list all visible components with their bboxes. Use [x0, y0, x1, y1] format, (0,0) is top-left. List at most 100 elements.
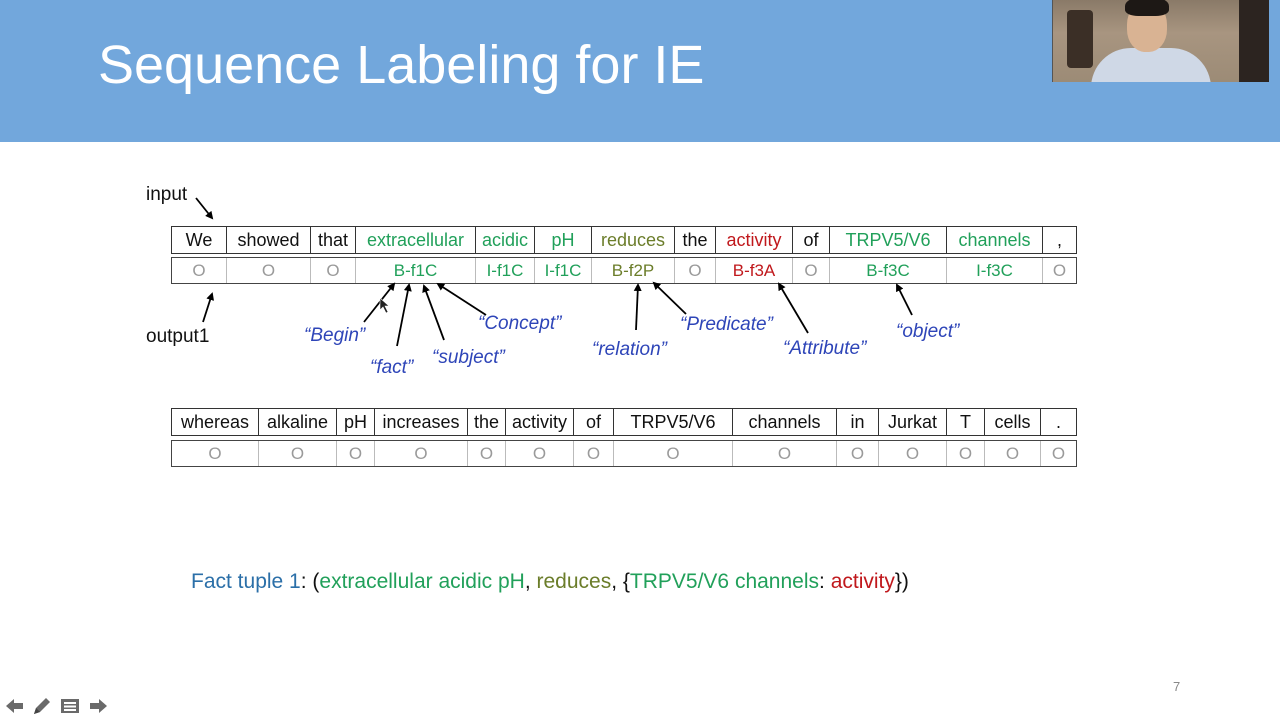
sentence2-word: alkaline: [258, 409, 336, 435]
slide-navigation: [4, 696, 114, 716]
sentence2-word: channels: [732, 409, 836, 435]
input-label: input: [146, 184, 188, 205]
sentence2-tag: O: [984, 441, 1040, 466]
sentence1-tag: B-f2P: [591, 258, 674, 283]
fact-tuple-punct: :: [819, 570, 831, 593]
sentence1-tag: O: [792, 258, 829, 283]
sentence2-word: whereas: [180, 412, 250, 432]
fact-tuple-punct: , {: [611, 570, 630, 593]
sentence1-word: the: [674, 227, 715, 253]
sentence2-tag: O: [573, 441, 613, 466]
sentence2-tag: O: [946, 441, 984, 466]
sentence1-word: reduces: [591, 227, 674, 253]
sentence1-word: ,: [1042, 227, 1076, 253]
sentence1-word: extracellular: [355, 227, 475, 253]
webcam-presenter-hair: [1125, 0, 1169, 16]
sentence2-tag: O: [1040, 441, 1076, 466]
sentence1-word: pH: [534, 227, 591, 253]
slide-title: Sequence Labeling for IE: [98, 35, 705, 95]
arrow-left-icon[interactable]: [4, 696, 26, 716]
sentence1-tag: O: [226, 258, 310, 283]
sentence1-tag: B-f3C: [829, 258, 946, 283]
sentence2-word: increases: [374, 409, 467, 435]
relation-arrow: [633, 283, 642, 331]
output1-arrow: [202, 292, 214, 323]
sentence1-word: that: [310, 227, 355, 253]
fact-tuple-predicate: reduces: [536, 570, 612, 593]
sentence2-word: in: [836, 409, 878, 435]
sentence1-tag: I-f1C: [534, 258, 591, 283]
sentence1-word: of: [792, 227, 829, 253]
annotation-concept: “Concept”: [478, 313, 562, 334]
predicate-arrow: [652, 281, 687, 315]
object-arrow: [896, 283, 913, 316]
sentence1-word: TRPV5/V6: [829, 227, 946, 253]
webcam-background-edge: [1239, 0, 1269, 82]
webcam-video-thumbnail: [1052, 0, 1269, 82]
sentence1-tag: B-f3A: [715, 258, 792, 283]
arrow-right-icon[interactable]: [87, 696, 109, 716]
fact-tuple-label: Fact tuple 1: [191, 570, 301, 593]
annotation-fact: “fact”: [370, 357, 414, 378]
fact-arrow: [396, 283, 412, 347]
menu-icon[interactable]: [59, 696, 81, 716]
sentence2-word: Jurkat: [878, 409, 946, 435]
sentence2-tag-table: O O O O O O O O O O O O O O: [171, 440, 1077, 467]
fact-tuple-subject: extracellular acidic pH: [319, 570, 525, 593]
sentence2-tag: O: [258, 441, 336, 466]
sentence2-word: .: [1040, 409, 1076, 435]
sentence1-word: showed: [226, 227, 310, 253]
annotation-begin: “Begin”: [304, 325, 366, 346]
mouse-cursor-icon: [379, 297, 390, 314]
sentence1-word: channels: [946, 227, 1042, 253]
sentence2-word: of: [573, 409, 613, 435]
sentence2-tag: O: [836, 441, 878, 466]
sentence1-word: acidic: [475, 227, 534, 253]
sentence1-tag: B-f1C: [355, 258, 475, 283]
sentence2-tag: O: [208, 444, 222, 463]
pen-icon[interactable]: [31, 696, 53, 716]
sentence1-word-table: We showed that extracellular acidic pH r…: [171, 226, 1077, 254]
output1-label: output1: [146, 326, 210, 347]
annotation-relation: “relation”: [592, 339, 667, 360]
sentence2-word: pH: [336, 409, 374, 435]
annotation-attribute: “Attribute”: [783, 338, 867, 359]
sentence1-tag-table: O O O B-f1C I-f1C I-f1C B-f2P O B-f3A O …: [171, 257, 1077, 284]
sentence1-tag: O: [1042, 258, 1076, 283]
sentence2-word: T: [946, 409, 984, 435]
annotation-subject: “subject”: [432, 347, 505, 368]
annotation-predicate: “Predicate”: [680, 314, 773, 335]
input-arrow: [195, 197, 214, 220]
sentence2-tag: O: [374, 441, 467, 466]
sentence1-tag: O: [310, 258, 355, 283]
sentence1-tag: O: [674, 258, 715, 283]
sentence2-tag: O: [878, 441, 946, 466]
annotation-object: “object”: [896, 321, 960, 342]
fact-tuple-punct: ,: [524, 570, 537, 593]
fact-tuple-punct: : (: [300, 570, 320, 593]
webcam-presenter-shirt: [1091, 48, 1211, 82]
sentence2-tag: O: [613, 441, 732, 466]
webcam-lamp: [1067, 10, 1093, 68]
fact-tuple-attribute: activity: [830, 570, 895, 593]
fact-tuple-punct: }): [894, 570, 909, 593]
sentence2-word: activity: [505, 409, 573, 435]
fact-tuple: Fact tuple 1: (extracellular acidic pH , …: [191, 570, 909, 594]
subject-arrow: [422, 284, 445, 341]
sentence2-word-table: whereas alkaline pH increases the activi…: [171, 408, 1077, 436]
sentence2-tag: O: [732, 441, 836, 466]
sentence2-word: TRPV5/V6: [613, 409, 732, 435]
concept-arrow: [436, 282, 487, 316]
sentence1-tag: I-f3C: [946, 258, 1042, 283]
sentence2-tag: O: [505, 441, 573, 466]
sentence1-tag: I-f1C: [475, 258, 534, 283]
attribute-arrow: [777, 282, 809, 334]
begin-arrow: [363, 282, 396, 323]
sentence2-word: cells: [984, 409, 1040, 435]
page-number: 7: [1173, 679, 1181, 694]
sentence1-tag: O: [192, 261, 206, 280]
sentence2-tag: O: [467, 441, 505, 466]
sentence2-word: the: [467, 409, 505, 435]
fact-tuple-object: TRPV5/V6 channels: [629, 570, 820, 593]
sentence1-word: We: [185, 230, 213, 250]
